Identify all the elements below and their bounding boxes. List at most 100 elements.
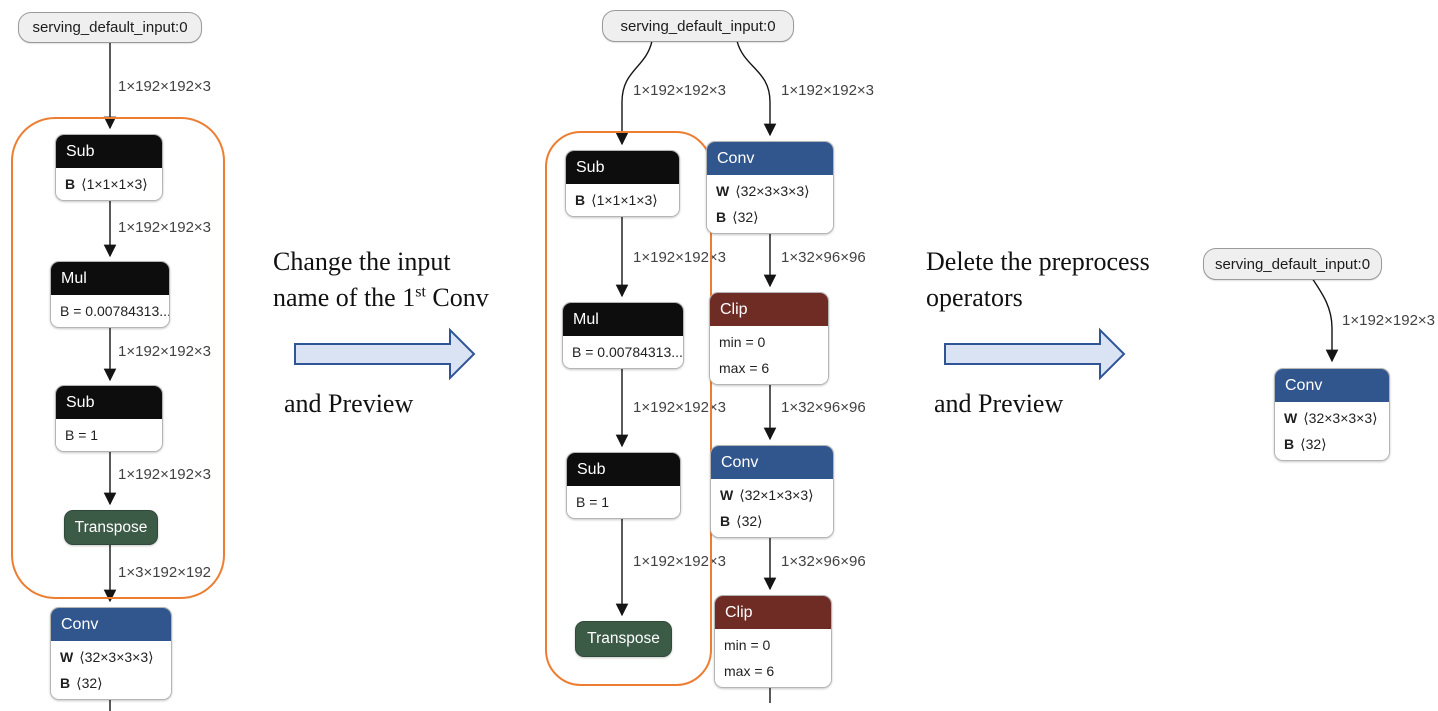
node-title-bar: Conv (707, 142, 833, 175)
node-conv: Conv W⟨32×3×3×3⟩ B⟨32⟩ (706, 141, 834, 234)
node-title-bar: Mul (563, 303, 683, 336)
attr-name: B (716, 209, 727, 225)
input-tensor-label: serving_default_input:0 (32, 19, 188, 36)
input-tensor-pill: serving_default_input:0 (602, 10, 794, 42)
attr-name: W (1284, 410, 1298, 426)
attr-value: ⟨32×3×3×3⟩ (79, 649, 154, 665)
tensor-shape-label: 1×32×96×96 (781, 553, 866, 570)
node-title: Transpose (587, 630, 660, 647)
node-title: Sub (576, 158, 605, 176)
attr-name: B (60, 675, 71, 691)
node-transpose: Transpose (64, 510, 158, 545)
attr-value: ⟨32⟩ (736, 513, 763, 529)
node-attrs: B = 1 (567, 486, 680, 518)
node-attrs: B = 0.00784313... (51, 295, 169, 327)
attr-value: B = 1 (576, 494, 610, 510)
input-tensor-label: serving_default_input:0 (1214, 255, 1371, 273)
attr-value: ⟨32×3×3×3⟩ (735, 183, 810, 199)
tensor-shape-label: 1×192×192×3 (118, 219, 212, 236)
node-attrs: B ⟨1×1×1×3⟩ (56, 168, 162, 200)
tensor-shape-label: 1×32×96×96 (781, 249, 866, 266)
transform-arrow-2 (944, 327, 1126, 381)
tensor-shape-label: 1×192×192×3 (118, 466, 212, 483)
node-title-bar: Clip (715, 596, 831, 629)
node-sub: Sub B⟨1×1×1×3⟩ (565, 150, 680, 217)
node-title: Sub (577, 460, 606, 478)
attr-value: ⟨1×1×1×3⟩ (81, 176, 148, 192)
attr-value: B = 0.00784313... (60, 303, 170, 319)
node-mul: Mul B = 0.00784313... (50, 261, 170, 328)
attr-value: max = 6 (724, 663, 775, 679)
node-title: Sub (66, 393, 95, 411)
attr-value: ⟨32×1×3×3⟩ (739, 487, 814, 503)
node-title-bar: Clip (710, 293, 828, 326)
attr-name: W (716, 183, 730, 199)
node-title: Sub (66, 142, 95, 160)
step1-caption: Change the input name of the 1st Conv (273, 244, 489, 316)
attr-value: ⟨32×3×3×3⟩ (1303, 410, 1378, 426)
attr-value: B = 0.00784313... (572, 344, 683, 360)
tensor-shape-label: 1×192×192×3 (1342, 312, 1436, 329)
node-sub: Sub B ⟨1×1×1×3⟩ (55, 134, 163, 201)
tensor-shape-label: 1×192×192×3 (118, 343, 212, 360)
node-title: Clip (720, 300, 748, 318)
input-tensor-pill: serving_default_input:0 (1203, 248, 1382, 280)
node-title: Clip (725, 603, 753, 621)
tensor-shape-label: 1×192×192×3 (118, 78, 212, 95)
node-conv-2: Conv W ⟨32×1×3×3⟩ B ⟨32⟩ (710, 445, 834, 538)
step2-caption-line2: operators (926, 283, 1023, 312)
node-title: Conv (1285, 376, 1323, 394)
attr-value: min = 0 (724, 637, 771, 653)
node-title: Conv (717, 149, 755, 167)
attr-name: B (720, 513, 731, 529)
node-title: Mul (61, 269, 87, 287)
tensor-shape-label: 1×192×192×3 (781, 82, 875, 99)
node-title: Transpose (74, 518, 148, 536)
step1-caption-line3: and Preview (284, 389, 414, 418)
tensor-shape-label: 1×32×96×96 (781, 399, 866, 416)
step2-caption-line1: Delete the preprocess (926, 247, 1150, 276)
node-sub-2: Sub B = 1 (566, 452, 681, 519)
edge-mid-input-conv (736, 40, 777, 137)
node-mul: Mul B = 0.00784313... (562, 302, 684, 369)
node-attrs: B⟨1×1×1×3⟩ (566, 184, 679, 216)
node-sub-2: Sub B = 1 (55, 385, 163, 452)
transform-arrow-1 (294, 327, 476, 381)
attr-name: B (575, 192, 586, 208)
attr-name: B (65, 176, 76, 192)
node-title-bar: Sub (56, 135, 162, 168)
node-attrs: B = 0.00784313... (563, 336, 683, 368)
highlight-box-preprocess-middle (545, 131, 712, 686)
node-title-bar: Conv (51, 608, 171, 641)
node-title-bar: Mul (51, 262, 169, 295)
node-title-bar: Conv (1275, 369, 1389, 402)
attr-name: B (1284, 436, 1295, 452)
node-attrs: min = 0 max = 6 (715, 629, 831, 687)
node-title: Mul (573, 310, 599, 328)
node-conv: Conv W⟨32×3×3×3⟩ B⟨32⟩ (50, 607, 172, 700)
node-title: Conv (61, 615, 99, 633)
attr-value: min = 0 (719, 334, 766, 350)
tensor-shape-label: 1×192×192×3 (633, 249, 727, 266)
ordinal-suffix: st (415, 283, 426, 301)
attr-value: B = 1 (65, 427, 99, 443)
node-attrs: W⟨32×3×3×3⟩ B⟨32⟩ (707, 175, 833, 233)
node-title-bar: Conv (711, 446, 833, 479)
tensor-shape-label: 1×192×192×3 (633, 82, 727, 99)
node-attrs: W ⟨32×1×3×3⟩ B ⟨32⟩ (711, 479, 833, 537)
node-transpose: Transpose (575, 621, 672, 657)
input-tensor-label: serving_default_input:0 (620, 17, 776, 35)
attr-name: W (720, 487, 734, 503)
node-clip-2: Clip min = 0 max = 6 (714, 595, 832, 688)
step1-caption-line1: Change the input (273, 247, 451, 276)
edge-mid-input-sub (615, 40, 653, 146)
node-attrs: B = 1 (56, 419, 162, 451)
node-title-bar: Sub (56, 386, 162, 419)
node-title-bar: Sub (566, 151, 679, 184)
attr-name: W (60, 649, 74, 665)
node-conv: Conv W⟨32×3×3×3⟩ B⟨32⟩ (1274, 368, 1390, 461)
step2-caption-line3: and Preview (934, 389, 1064, 418)
node-attrs: W⟨32×3×3×3⟩ B⟨32⟩ (1275, 402, 1389, 460)
node-attrs: min = 0 max = 6 (710, 326, 828, 384)
